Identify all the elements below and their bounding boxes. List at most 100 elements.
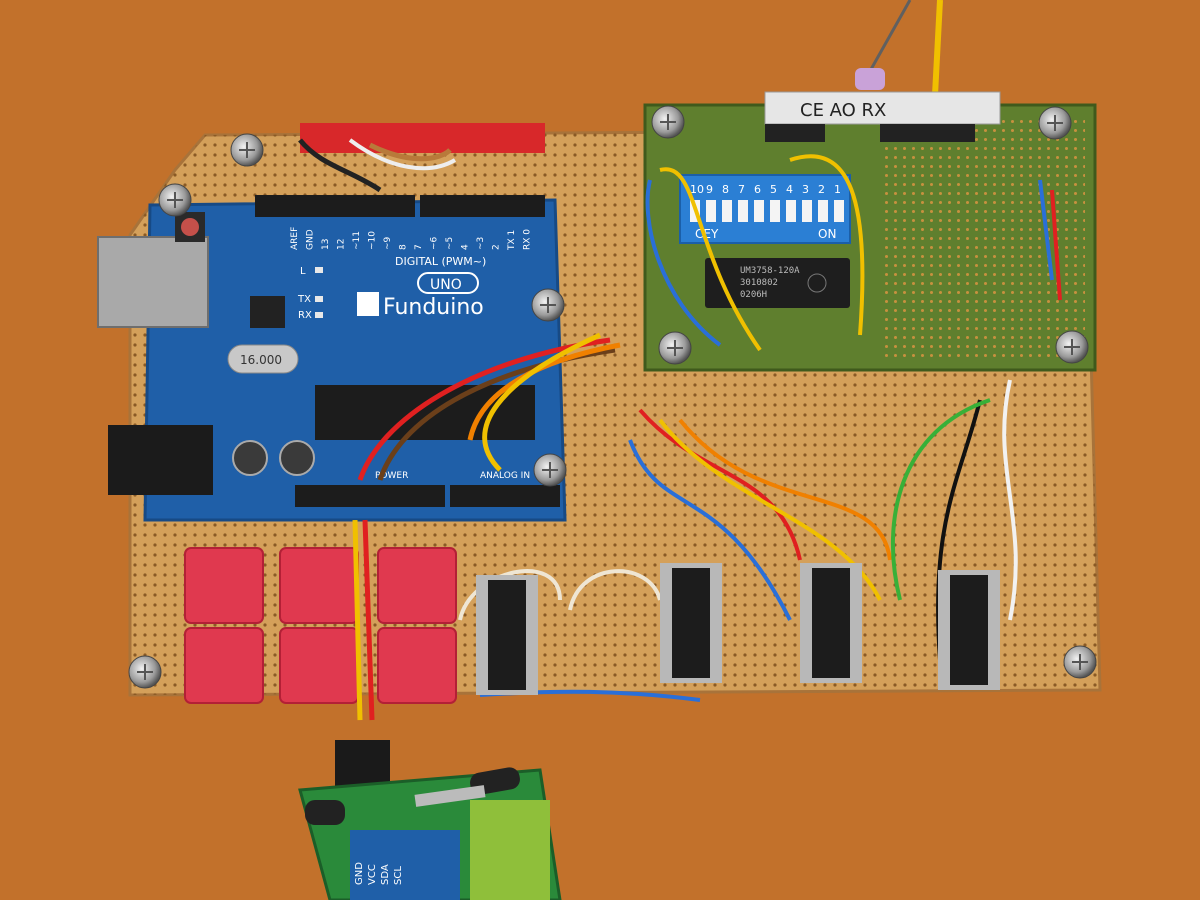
crystal-label: 16.000 — [240, 353, 282, 367]
pin-label: ~5 — [445, 237, 455, 250]
logic-chips — [476, 563, 1000, 695]
power-header — [295, 485, 445, 507]
wire-green-low — [890, 398, 991, 601]
push-button — [279, 627, 359, 704]
receiver-label: CE AO RX — [800, 100, 886, 121]
pin-label: 12 — [337, 239, 347, 250]
wire-red-low — [638, 408, 802, 561]
analog-header — [450, 485, 560, 507]
wire-white-loop-1 — [458, 569, 562, 621]
dip-number: 4 — [786, 183, 793, 196]
receiver-connector — [855, 68, 885, 90]
model-badge — [417, 272, 479, 294]
i2c-pin-label: VCC — [367, 864, 378, 885]
decoder-line-3: 0206H — [740, 290, 767, 300]
i2c-backpack — [350, 830, 460, 900]
model-label: UNO — [430, 277, 462, 293]
dip-lever — [834, 200, 844, 222]
dip-lever — [706, 200, 716, 222]
antenna-wire-grey — [863, 0, 912, 81]
i2c-pin-label: SCL — [393, 866, 404, 885]
dip-lever — [738, 200, 748, 222]
wire-yellow-1 — [482, 332, 602, 472]
wire-red-1 — [357, 337, 611, 481]
wire-white-low — [1002, 379, 1018, 621]
lcd-cable-yellow — [352, 519, 363, 721]
red-header-strip — [300, 123, 545, 153]
wire-tan-top — [368, 142, 452, 162]
wire-yellow-proto-2 — [789, 154, 865, 336]
pin-label: 8 — [399, 244, 409, 250]
digital-label: DIGITAL (PWM~) — [395, 255, 486, 268]
logic-chip — [800, 563, 862, 683]
wire-blue-right — [1038, 179, 1054, 281]
dip-number: 9 — [706, 183, 713, 196]
wire-blue-proto — [645, 179, 722, 347]
led-label-tx: TX — [297, 294, 311, 305]
dip-number: 3 — [802, 183, 809, 196]
capacitor-1 — [232, 440, 268, 476]
push-button — [184, 547, 264, 624]
pin-label: ~3 — [476, 237, 486, 250]
mounting-screws — [128, 105, 1097, 689]
wire-white-top — [348, 138, 457, 171]
pin-label: RX 0 — [523, 229, 533, 250]
protoboard-holes — [880, 120, 1085, 360]
wire-red-right — [1050, 189, 1062, 301]
digital-header-left — [255, 195, 415, 217]
pin-label: 2 — [492, 244, 502, 250]
dip-number: 6 — [754, 183, 761, 196]
lcd-cable-red — [362, 519, 375, 721]
dip-number: 10 — [690, 183, 704, 196]
logic-chip — [660, 563, 722, 683]
crystal-oscillator — [227, 344, 299, 374]
pin-label: TX 1 — [507, 230, 517, 251]
pin-label: ~10 — [368, 231, 378, 250]
dip-lever — [754, 200, 764, 222]
brand-f-box — [357, 292, 379, 316]
pin-label: AREF — [290, 227, 300, 250]
pin-label: 13 — [321, 239, 331, 250]
chip-logo — [807, 273, 827, 293]
logic-chip — [476, 575, 538, 695]
chip-body — [672, 568, 710, 678]
dip-number: 8 — [722, 183, 729, 196]
digital-header-right — [420, 195, 545, 217]
rf-receiver-module — [764, 91, 1001, 125]
push-button — [279, 547, 359, 624]
chip-body — [812, 568, 850, 678]
wire-white-loop-2 — [568, 569, 662, 611]
decoder-line-1: UM3758-120A — [740, 266, 800, 276]
lcd-bolt — [414, 785, 486, 807]
wire-yellow-proto — [659, 167, 762, 352]
dip-lever — [770, 200, 780, 222]
decoder-chip — [705, 258, 850, 308]
power-jack — [108, 425, 213, 495]
lcd-display — [470, 800, 550, 900]
board-leds: L TX RX — [297, 266, 323, 321]
reset-button — [181, 218, 199, 236]
i2c-pin-label: GND — [354, 862, 365, 885]
receiver-header-left — [765, 124, 825, 142]
dip-lever — [818, 200, 828, 222]
red-buttons — [184, 547, 457, 704]
push-button — [377, 547, 457, 624]
usb-chip — [250, 296, 285, 328]
dip-number: 1 — [834, 183, 841, 196]
pin-label: 4 — [461, 244, 471, 250]
dip-lever — [802, 200, 812, 222]
led-label-l: L — [300, 266, 306, 277]
pin-label: ~6 — [430, 236, 440, 250]
chip-body — [950, 575, 988, 685]
dip-on-label: ON — [818, 227, 836, 241]
logic-chip — [938, 570, 1000, 690]
chip-body — [488, 580, 526, 690]
brand-name: Funduino — [383, 295, 484, 320]
i2c-pin-label: SDA — [380, 864, 391, 885]
pin-label: GND — [306, 229, 316, 250]
dip-number: 2 — [818, 183, 825, 196]
analog-label: ANALOG IN — [480, 471, 530, 481]
